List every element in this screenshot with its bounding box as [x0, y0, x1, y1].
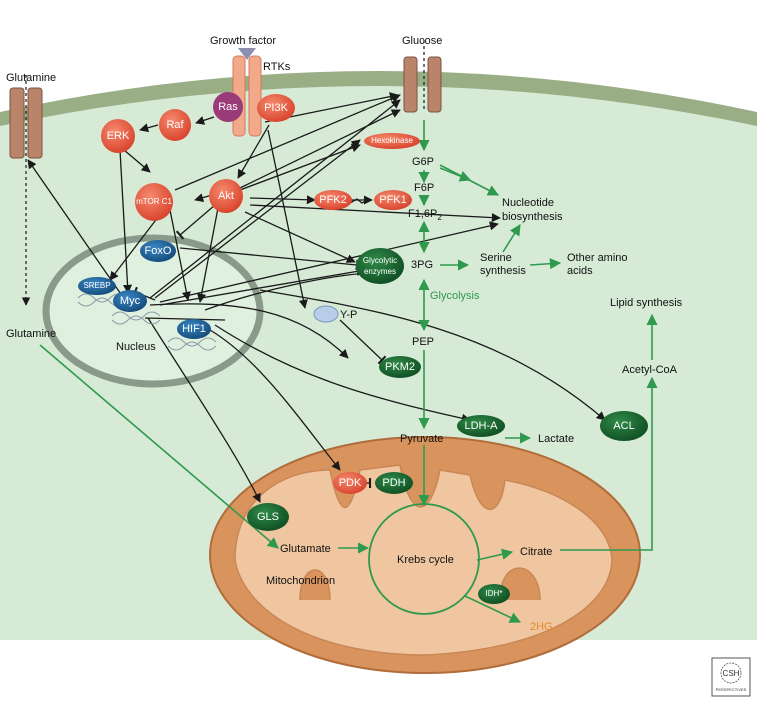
- node-erk: ERK: [101, 119, 135, 153]
- label-glutamine-mid: Glutamine: [6, 328, 56, 340]
- svg-text:PKM2: PKM2: [385, 361, 415, 373]
- node-pkm2: PKM2: [379, 356, 421, 378]
- glucose-transporter: [403, 56, 442, 113]
- label-nucleus: Nucleus: [116, 341, 156, 353]
- node-srebp: SREBP: [78, 277, 116, 295]
- node-hif1: HIF1: [177, 319, 211, 339]
- svg-text:SREBP: SREBP: [83, 281, 110, 290]
- svg-text:Ras: Ras: [218, 101, 238, 113]
- csh-perspectives-logo: CSH PERSPECTIVES: [711, 657, 751, 697]
- node-idh: IDH*: [478, 584, 510, 604]
- node-mtorc1: mTOR C1: [135, 183, 173, 221]
- label-mitochondrion: Mitochondrion: [266, 575, 335, 587]
- label-pyruvate: Pyruvate: [400, 433, 443, 445]
- label-nucleotide-2: biosynthesis: [502, 211, 563, 223]
- label-f16p2: F1,6P2: [408, 208, 442, 222]
- label-citrate: Citrate: [520, 546, 552, 558]
- label-f6p: F6P: [414, 182, 434, 194]
- svg-text:HIF1: HIF1: [182, 323, 206, 335]
- metabolic-arrows: [21, 40, 658, 623]
- svg-text:ACL: ACL: [613, 420, 634, 432]
- node-yp: Y-P: [313, 305, 357, 323]
- label-serine-2: synthesis: [480, 265, 526, 277]
- node-gls: GLS: [247, 503, 289, 531]
- node-ras: Ras: [213, 92, 243, 122]
- plasma-membrane: [0, 71, 757, 126]
- svg-text:PERSPECTIVES: PERSPECTIVES: [716, 687, 747, 692]
- svg-text:PFK2: PFK2: [319, 194, 347, 206]
- label-other-aa-2: acids: [567, 265, 593, 277]
- svg-text:Myc: Myc: [120, 295, 141, 307]
- label-pep: PEP: [412, 336, 434, 348]
- svg-text:Raf: Raf: [166, 119, 184, 131]
- growth-factor-ligand: [238, 48, 256, 60]
- signaling-arrows: [27, 92, 606, 503]
- label-nucleotide-1: Nucleotide: [502, 197, 554, 209]
- label-acetyl-coa: Acetyl-CoA: [622, 364, 678, 376]
- label-serine-1: Serine: [480, 252, 512, 264]
- svg-text:LDH-A: LDH-A: [464, 420, 498, 432]
- label-glucose: Glucose: [402, 35, 442, 47]
- node-pdk: PDK: [333, 472, 367, 494]
- mitochondrion: [209, 436, 641, 674]
- label-other-aa-1: Other amino: [567, 252, 628, 264]
- node-ldha: LDH-A: [457, 415, 505, 437]
- svg-text:mTOR C1: mTOR C1: [136, 197, 172, 206]
- svg-text:ERK: ERK: [107, 130, 130, 142]
- node-pfk1: PFK1: [374, 190, 412, 210]
- node-pdh: PDH: [375, 472, 413, 494]
- node-pfk2: PFK2: [314, 190, 352, 210]
- svg-text:Hexokinase: Hexokinase: [371, 136, 413, 145]
- node-raf: Raf: [159, 109, 191, 141]
- label-3pg: 3PG: [411, 259, 433, 271]
- label-rtks: RTKs: [263, 61, 291, 73]
- svg-text:PDK: PDK: [339, 477, 362, 489]
- node-hexokinase: Hexokinase: [364, 133, 420, 149]
- label-g6p: G6P: [412, 156, 434, 168]
- label-growth-factor: Growth factor: [210, 35, 276, 47]
- label-glutamine-top: Glutamine: [6, 72, 56, 84]
- label-glutamate: Glutamate: [280, 543, 331, 555]
- label-lipid: Lipid synthesis: [610, 297, 683, 309]
- svg-text:PDH: PDH: [382, 477, 405, 489]
- label-glycolysis: Glycolysis: [430, 290, 480, 302]
- label-lactate: Lactate: [538, 433, 574, 445]
- svg-text:FoxO: FoxO: [145, 245, 172, 257]
- svg-text:CSH: CSH: [723, 669, 740, 678]
- node-foxo: FoxO: [140, 240, 176, 262]
- label-krebs: Krebs cycle: [397, 554, 454, 566]
- node-myc: Myc: [113, 290, 147, 312]
- svg-text:enzymes: enzymes: [364, 267, 396, 276]
- node-akt: Akt: [209, 179, 243, 213]
- glutamine-transporter: [9, 87, 43, 159]
- svg-text:Akt: Akt: [218, 190, 234, 202]
- label-2hg: 2HG: [530, 621, 553, 633]
- svg-text:IDH*: IDH*: [486, 589, 503, 598]
- svg-text:Glycolytic: Glycolytic: [363, 256, 397, 265]
- node-pi3k: PI3K: [257, 94, 295, 122]
- node-glycolytic-enzymes: Glycolytic enzymes: [356, 248, 404, 284]
- svg-text:PI3K: PI3K: [264, 102, 289, 114]
- svg-text:Y-P: Y-P: [340, 309, 357, 321]
- svg-text:PFK1: PFK1: [379, 194, 407, 206]
- node-acl: ACL: [600, 411, 648, 441]
- svg-text:GLS: GLS: [257, 511, 279, 523]
